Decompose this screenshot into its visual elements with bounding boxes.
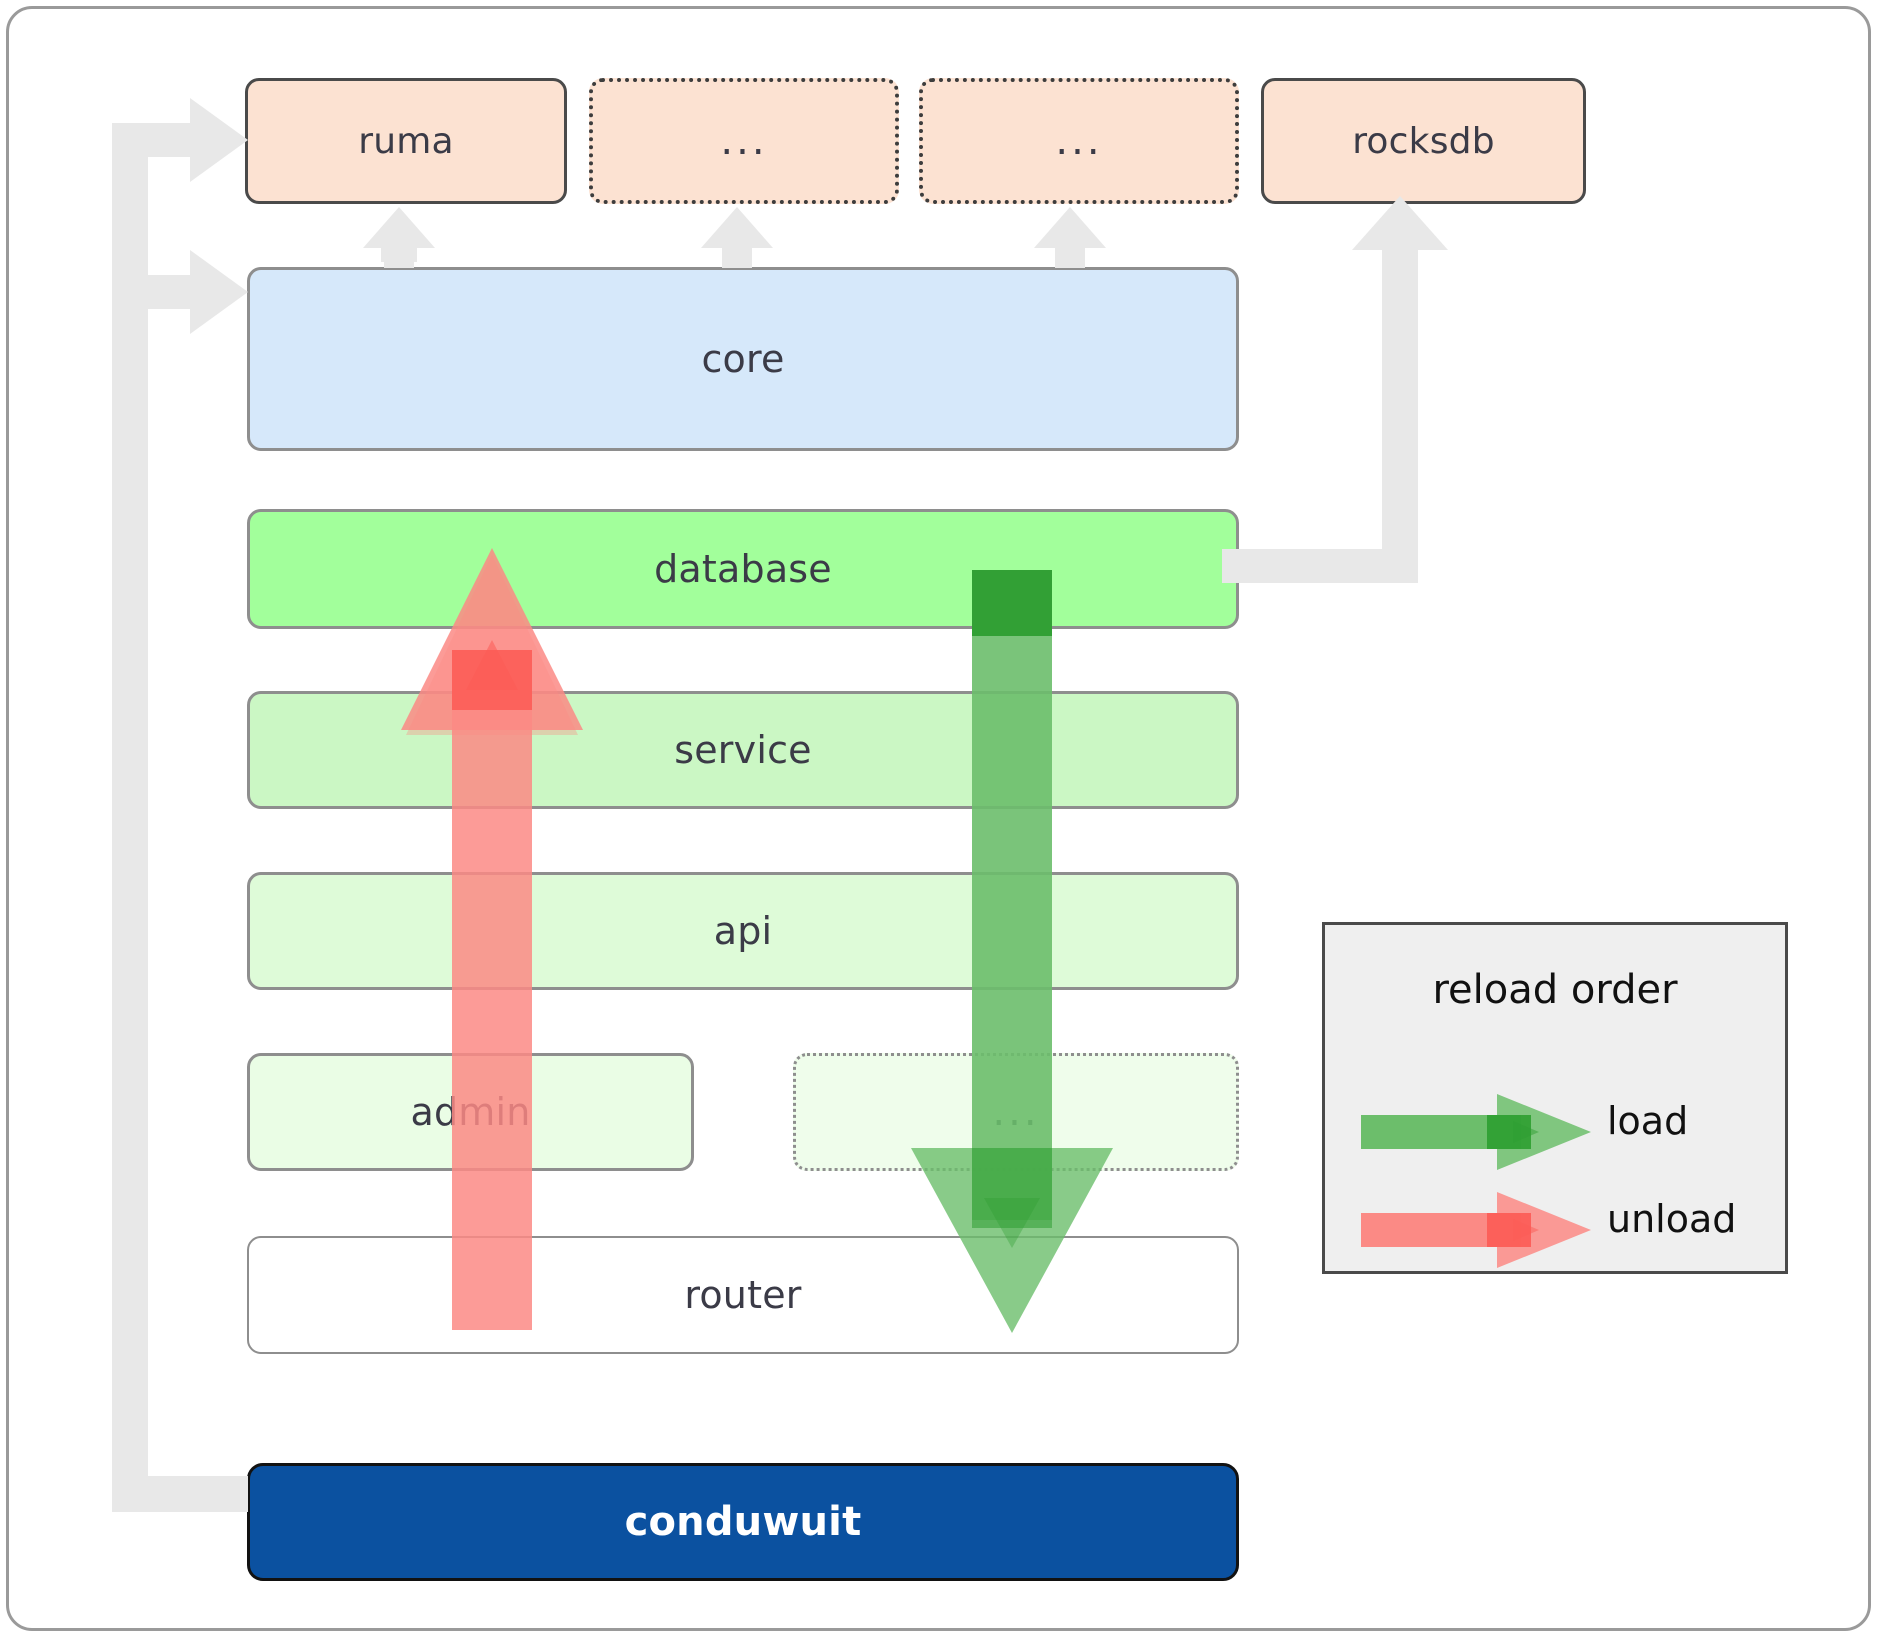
dependency-box-rocksdb[interactable]: rocksdb <box>1261 78 1586 204</box>
legend-panel: reload order load u <box>1322 922 1788 1274</box>
stack-box-router[interactable]: router <box>247 1236 1239 1354</box>
stack-label-core: core <box>701 337 785 381</box>
dependency-box-2[interactable]: ... <box>589 78 899 204</box>
binary-box-conduwuit[interactable]: conduwuit <box>247 1463 1239 1581</box>
stack-box-dots[interactable]: ... <box>793 1053 1239 1171</box>
legend-swatch-load <box>1361 1091 1591 1171</box>
stack-label-database: database <box>654 547 832 591</box>
dependency-label-rocksdb: rocksdb <box>1352 120 1495 162</box>
stack-label-router: router <box>684 1273 802 1317</box>
dependency-label-ruma: ruma <box>358 120 454 162</box>
diagram-frame <box>6 6 1871 1631</box>
stack-box-service[interactable]: service <box>247 691 1239 809</box>
stack-label-admin: admin <box>410 1090 531 1134</box>
legend-title: reload order <box>1432 967 1678 1013</box>
legend-row-unload: unload <box>1325 1189 1785 1269</box>
binary-label-conduwuit: conduwuit <box>624 1499 862 1545</box>
dependency-label-3: ... <box>1055 118 1103 164</box>
stack-box-database[interactable]: database <box>247 509 1239 629</box>
stack-label-api: api <box>713 909 773 953</box>
stack-label-dots: ... <box>992 1089 1040 1135</box>
dependency-box-ruma[interactable]: ruma <box>245 78 567 204</box>
legend-label-unload: unload <box>1607 1197 1737 1241</box>
stack-box-core[interactable]: core <box>247 267 1239 451</box>
legend-swatch-unload <box>1361 1189 1591 1269</box>
stack-label-service: service <box>674 728 812 772</box>
dependency-box-3[interactable]: ... <box>919 78 1239 204</box>
dependency-label-2: ... <box>720 118 768 164</box>
legend-row-load: load <box>1325 1091 1785 1171</box>
stack-box-api[interactable]: api <box>247 872 1239 990</box>
legend-label-load: load <box>1607 1099 1689 1143</box>
stack-box-admin[interactable]: admin <box>247 1053 694 1171</box>
